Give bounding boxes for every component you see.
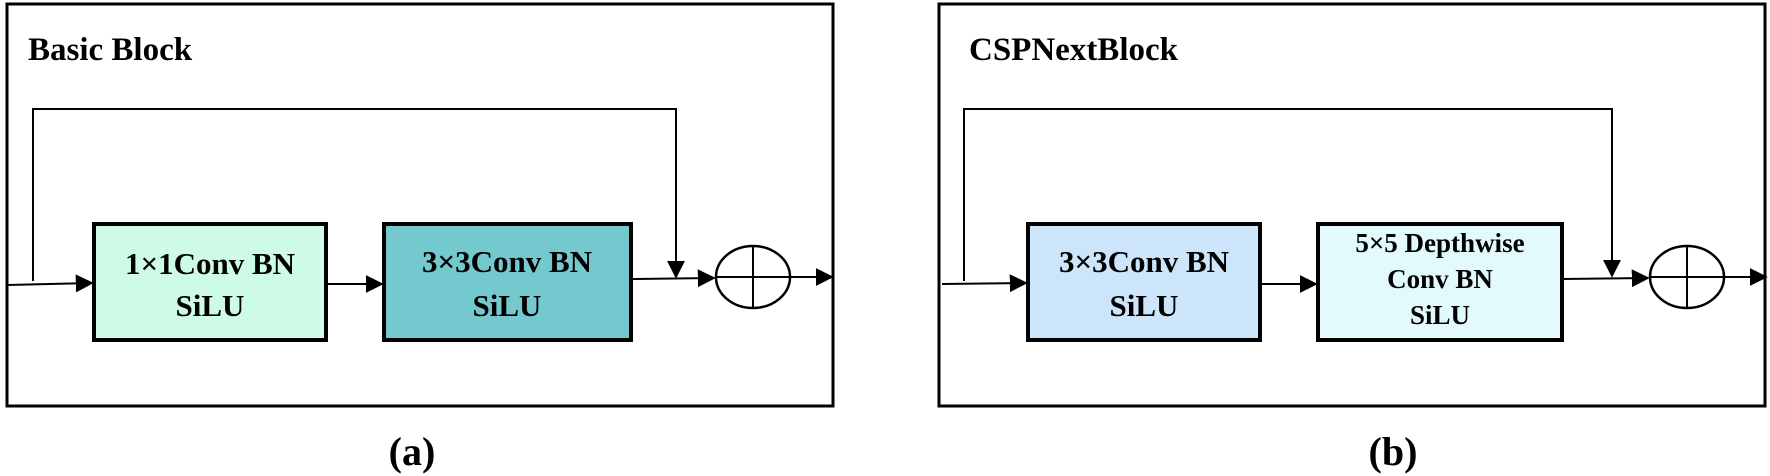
panel-b-depthwise-label-line2: Conv BN (1387, 264, 1493, 294)
panel-b-depthwise-label-line1: 5×5 Depthwise (1355, 228, 1524, 258)
panel-a-conv3x3-label-line2: SiLU (473, 288, 542, 323)
panel-a-conv1x1-box (92, 222, 328, 342)
panel-b-title: CSPNextBlock (969, 32, 1179, 68)
panel-a-conv1x1-label-line1: 1×1Conv BN (125, 246, 295, 281)
panel-b-conv3x3-label-line2: SiLU (1110, 288, 1179, 323)
panel-b-caption: (b) (1369, 429, 1418, 474)
panel-a-arrow-box2-to-sum (630, 269, 716, 288)
panel-b-conv3x3-box (1026, 222, 1262, 342)
panel-a-conv3x3-label-line1: 3×3Conv BN (422, 244, 592, 279)
panel-b: CSPNextBlock 3×3Conv BN SiLU 5×5 Depthwi… (937, 2, 1768, 474)
panel-a-skip-connection (32, 108, 685, 281)
panel-a: Basic Block 1×1Conv BN SiLU 3×3Conv BN S… (5, 2, 835, 474)
panel-b-skip-connection (963, 108, 1621, 281)
panel-a-caption: (a) (389, 429, 436, 474)
panel-b-frame (937, 2, 1767, 408)
panel-a-conv1x1-label-line2: SiLU (176, 288, 245, 323)
panel-b-conv3x3-label-line1: 3×3Conv BN (1059, 244, 1229, 279)
panel-b-arrow-box2-to-sum (1561, 269, 1650, 288)
panel-a-title: Basic Block (28, 32, 193, 68)
panel-a-frame (5, 2, 835, 408)
panel-a-input-arrow (6, 274, 94, 293)
panel-b-input-arrow (941, 274, 1028, 293)
panel-b-depthwise-label-line3: SiLU (1410, 300, 1470, 330)
panel-b-depthwise-box (1316, 222, 1564, 342)
panel-a-conv3x3-box (382, 222, 633, 342)
